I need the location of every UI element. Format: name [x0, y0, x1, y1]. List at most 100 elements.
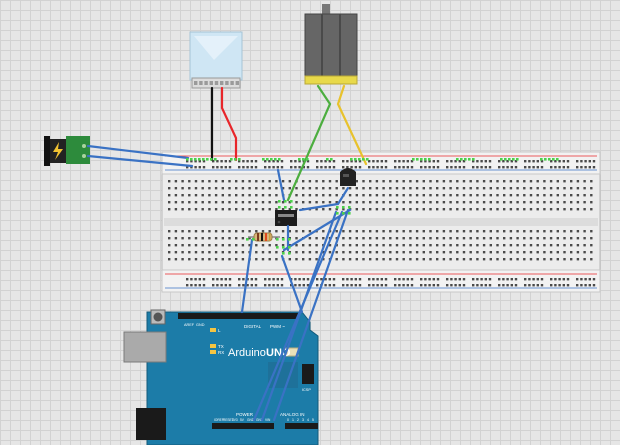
breadboard-hole [450, 160, 453, 163]
breadboard-hole [550, 166, 553, 169]
connected-hole [354, 158, 357, 161]
breadboard-hole [409, 194, 412, 197]
breadboard-hole [446, 284, 449, 287]
breadboard-hole [456, 180, 459, 183]
breadboard-hole [422, 244, 425, 247]
breadboard-hole [168, 180, 171, 183]
breadboard-hole [375, 251, 379, 254]
breadboard-hole [221, 230, 224, 233]
breadboard-hole [583, 258, 586, 261]
breadboard-hole [570, 244, 573, 247]
breadboard-hole [446, 160, 449, 163]
breadboard-hole [424, 166, 427, 169]
breadboard-hole [214, 258, 218, 261]
breadboard-hole [462, 258, 466, 261]
breadboard-hole [308, 194, 312, 197]
breadboard-hole [328, 166, 331, 169]
breadboard-hole [556, 180, 559, 183]
breadboard-hole [469, 208, 472, 211]
breadboard-hole [516, 230, 519, 233]
breadboard-hole [570, 251, 573, 254]
breadboard-hole [516, 187, 519, 190]
breadboard-hole [529, 244, 533, 247]
breadboard-hole [214, 237, 218, 240]
breadboard-hole [198, 278, 201, 281]
breadboard-hole [276, 284, 279, 287]
breadboard-hole [254, 284, 258, 287]
breadboard-hole [476, 251, 479, 254]
led-l-label: L [218, 328, 221, 333]
breadboard-hole [476, 166, 479, 169]
breadboard-hole [402, 187, 405, 190]
breadboard-hole [402, 230, 405, 233]
breadboard-hole [181, 258, 184, 261]
breadboard-hole [214, 230, 218, 233]
breadboard-hole [550, 160, 553, 163]
power-pin-label: IOREF [214, 418, 224, 422]
breadboard-hole [436, 244, 439, 247]
breadboard-hole [420, 284, 423, 287]
breadboard-hole [428, 284, 431, 287]
breadboard-hole [576, 244, 580, 247]
breadboard-hole [188, 180, 191, 183]
breadboard-hole [398, 166, 401, 169]
breadboard-hole [398, 160, 401, 163]
breadboard-hole [342, 230, 345, 233]
breadboard-hole [532, 166, 535, 169]
breadboard-hole [402, 284, 405, 287]
breadboard-hole [228, 180, 231, 183]
breadboard-hole [592, 166, 596, 169]
breadboard-hole [221, 251, 224, 254]
breadboard-hole [406, 160, 409, 163]
breadboard-hole [328, 244, 332, 247]
breadboard-hole [235, 180, 238, 183]
analog-pin-label: 5 [312, 418, 314, 422]
breadboard-hole [221, 244, 224, 247]
connected-hole [274, 158, 277, 161]
breadboard-hole [450, 278, 453, 281]
breadboard-hole [488, 166, 492, 169]
breadboard-hole [308, 230, 312, 233]
breadboard-hole [241, 194, 245, 197]
connected-hole [210, 158, 213, 161]
breadboard-hole [562, 284, 565, 287]
breadboard-hole [462, 208, 466, 211]
peltier-cell [220, 81, 224, 85]
connected-hole [544, 158, 547, 161]
breadboard-hole [436, 237, 439, 240]
connected-hole [326, 158, 329, 161]
breadboard-hole [380, 284, 383, 287]
breadboard-hole [241, 237, 245, 240]
connected-hole [290, 200, 293, 203]
breadboard-hole [503, 244, 506, 247]
breadboard-hole [476, 284, 479, 287]
breadboard-hole [355, 208, 358, 211]
connected-hole [270, 158, 273, 161]
breadboard-hole [489, 187, 492, 190]
breadboard-hole [442, 244, 446, 247]
breadboard-hole [290, 160, 293, 163]
breadboard-hole [348, 230, 352, 233]
breadboard-hole [288, 208, 291, 211]
breadboard-hole [302, 230, 305, 233]
breadboard-hole [201, 208, 204, 211]
breadboard-hole [368, 278, 371, 281]
breadboard-hole [214, 208, 218, 211]
connected-hole [252, 238, 255, 241]
wire-red [220, 86, 238, 162]
breadboard-hole [194, 284, 197, 287]
breadboard-hole [332, 166, 336, 169]
breadboard-hole [228, 278, 232, 281]
peltier-cell [194, 81, 198, 85]
breadboard-hole [402, 180, 405, 183]
breadboard-hole [198, 166, 201, 169]
breadboard-hole [454, 284, 457, 287]
breadboard-hole [480, 160, 483, 163]
breadboard-hole [449, 208, 452, 211]
breadboard-hole [224, 284, 227, 287]
breadboard-hole [168, 201, 171, 204]
connected-hole [424, 158, 427, 161]
breadboard-hole [315, 180, 318, 183]
breadboard-hole [583, 201, 586, 204]
breadboard-hole [212, 278, 215, 281]
